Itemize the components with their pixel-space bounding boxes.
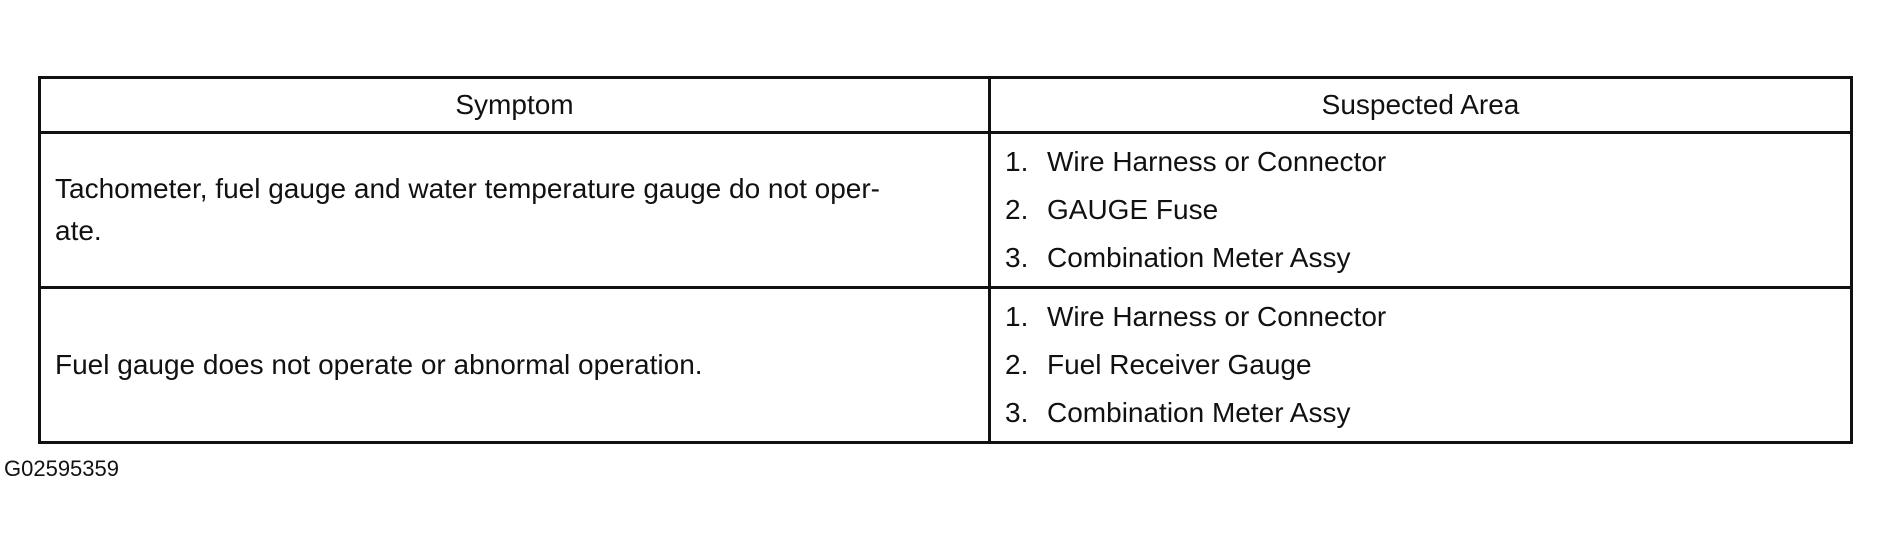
troubleshooting-table: Symptom Suspected Area Tachometer, fuel … xyxy=(38,76,1853,444)
list-item-number: 1. xyxy=(1005,146,1029,177)
list-item: 2. Fuel Receiver Gauge xyxy=(1005,341,1836,389)
list-item-text: Wire Harness or Connector xyxy=(1047,301,1387,332)
suspected-area-cell: 1. Wire Harness or Connector 2. GAUGE Fuse… xyxy=(988,131,1853,289)
list-item-text: GAUGE Fuse xyxy=(1047,194,1219,225)
symptom-cell: Fuel gauge does not operate or abnormal … xyxy=(38,286,991,444)
symptom-header: Symptom xyxy=(38,76,991,134)
list-item: 2. GAUGE Fuse xyxy=(1005,186,1836,234)
list-item: 3. Combination Meter Assy xyxy=(1005,389,1836,437)
suspected-area-list: 1. Wire Harness or Connector 2. Fuel Recei… xyxy=(1005,293,1836,437)
list-item: 1. Wire Harness or Connector xyxy=(1005,293,1836,341)
list-item-number: 3. xyxy=(1005,242,1029,273)
symptom-cell: Tachometer, fuel gauge and water tempera… xyxy=(38,131,991,289)
suspected-area-list: 1. Wire Harness or Connector 2. GAUGE Fuse… xyxy=(1005,138,1836,282)
table-row: Tachometer, fuel gauge and water tempera… xyxy=(38,131,1853,289)
symptom-text-line: Fuel gauge does not operate or abnormal … xyxy=(55,349,703,380)
list-item-text: Wire Harness or Connector xyxy=(1047,146,1387,177)
list-item-number: 1. xyxy=(1005,301,1029,332)
list-item-number: 2. xyxy=(1005,194,1029,225)
list-item-text: Combination Meter Assy xyxy=(1047,242,1351,273)
list-item: 1. Wire Harness or Connector xyxy=(1005,138,1836,186)
list-item-text: Fuel Receiver Gauge xyxy=(1047,349,1312,380)
table-header-row: Symptom Suspected Area xyxy=(38,76,1853,134)
table-row: Fuel gauge does not operate or abnormal … xyxy=(38,286,1853,444)
list-item-number: 2. xyxy=(1005,349,1029,380)
suspected-area-header: Suspected Area xyxy=(988,76,1853,134)
list-item: 3. Combination Meter Assy xyxy=(1005,234,1836,282)
symptom-text-line: ate. xyxy=(55,215,102,246)
list-item-text: Combination Meter Assy xyxy=(1047,397,1351,428)
suspected-area-cell: 1. Wire Harness or Connector 2. Fuel Recei… xyxy=(988,286,1853,444)
symptom-text-line: Tachometer, fuel gauge and water tempera… xyxy=(55,173,880,204)
list-item-number: 3. xyxy=(1005,397,1029,428)
figure-id: G02595359 xyxy=(4,456,119,481)
